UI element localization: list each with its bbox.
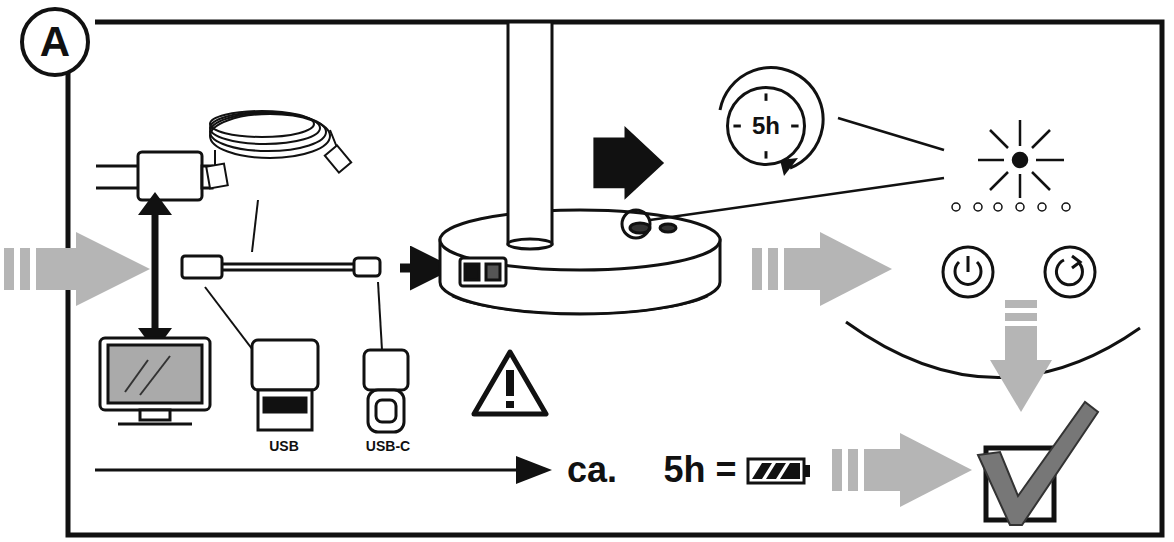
- coiled-cable: [206, 111, 351, 252]
- power-button: [943, 247, 993, 297]
- step-badge: A: [20, 7, 91, 78]
- leader-line: [650, 178, 944, 220]
- monitor: [100, 338, 210, 424]
- done-check: [978, 402, 1098, 525]
- led-dots: [952, 203, 1070, 211]
- usb-c-plug: [364, 350, 408, 432]
- push-arrow: [568, 115, 664, 211]
- connector-label: USB: [269, 438, 299, 454]
- timer-arc: [720, 68, 823, 168]
- step-letter: A: [40, 18, 70, 66]
- leader-line: [838, 118, 944, 150]
- flow-arrow: [4, 232, 150, 306]
- timeline-arrow: [95, 469, 540, 472]
- charge-time-text: 5h =: [663, 449, 736, 491]
- frame: [68, 22, 1162, 535]
- charge-time-text: ca.: [567, 449, 617, 491]
- double-arrow: [138, 192, 172, 351]
- lamp: [440, 22, 720, 314]
- flow-arrow: [752, 232, 892, 306]
- duration-text: 5h: [752, 112, 780, 140]
- timeline-arrowhead: [516, 456, 552, 484]
- flow-arrow: [832, 433, 972, 507]
- mode-button: [1045, 247, 1095, 297]
- warning-sign: [474, 352, 546, 414]
- button-marker: [622, 210, 650, 238]
- battery-full: [748, 459, 810, 483]
- timer-dial: 5h: [726, 86, 806, 166]
- wall-adapter: [96, 152, 212, 200]
- led-indicator: [978, 120, 1064, 198]
- connector-label: USB-C: [366, 438, 410, 454]
- bracket-arc: [846, 322, 1140, 378]
- flow-arrow: [990, 300, 1052, 412]
- usb-a-plug: [252, 340, 318, 430]
